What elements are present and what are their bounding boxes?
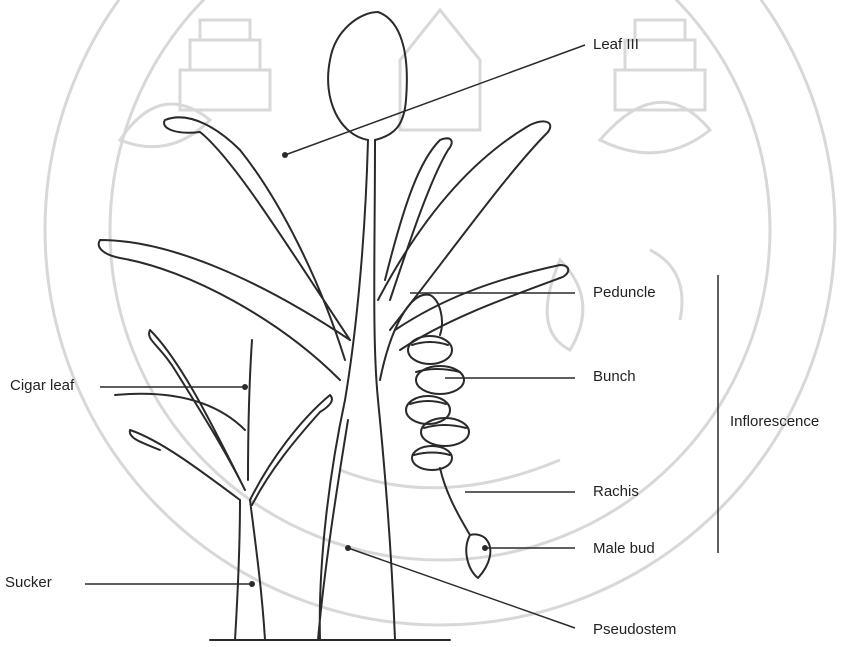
pseudostem-label: Pseudostem <box>593 622 676 637</box>
bunch-label: Bunch <box>593 369 636 384</box>
male-bud-label: Male bud <box>593 541 655 556</box>
cigar-leaf-label: Cigar leaf <box>10 378 74 393</box>
sucker-label: Sucker <box>5 575 52 590</box>
rachis-label: Rachis <box>593 484 639 499</box>
pseudostem-shape <box>318 140 395 640</box>
inflorescence-label: Inflorescence <box>730 414 819 429</box>
sucker-shape <box>115 330 332 640</box>
bunch-shape <box>406 336 469 470</box>
plant-drawing <box>99 12 569 640</box>
leaf-iii-shape <box>328 12 407 140</box>
rachis-shape <box>440 468 470 535</box>
leaf-iii-label: Leaf III <box>593 37 639 52</box>
peduncle-label: Peduncle <box>593 285 656 300</box>
